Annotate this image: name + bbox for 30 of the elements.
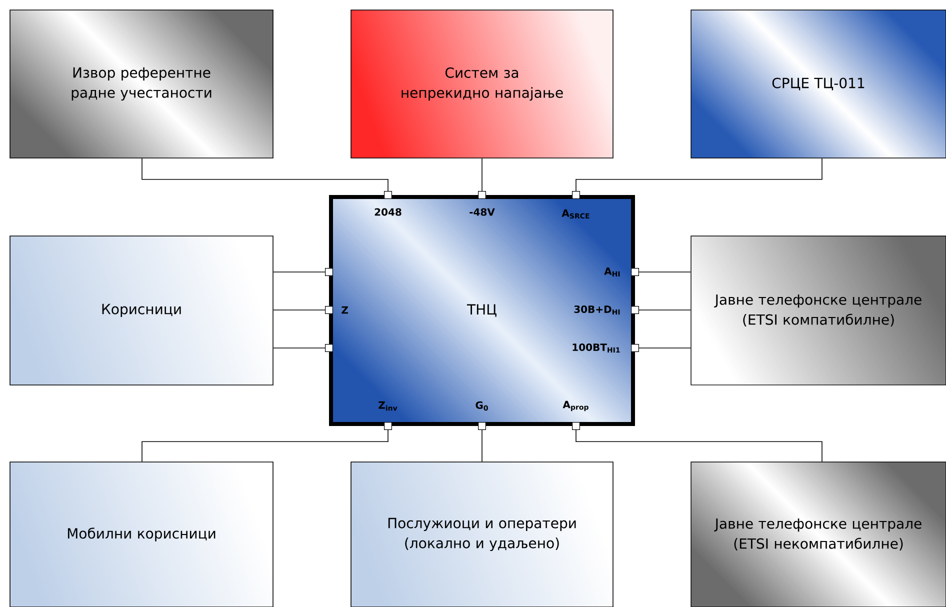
connector-line — [273, 306, 333, 314]
user-box: Мобилни корисници — [10, 462, 274, 607]
port-label: 30B+D$_{HI}$ — [574, 305, 620, 315]
exchange-box: Јавне телефонске централе (ETSI компатибилне) — [690, 236, 946, 386]
connector-line — [631, 268, 691, 276]
port-label: 100BT$_{HI1}$ — [572, 343, 620, 353]
connector-line — [631, 306, 691, 314]
connector-line — [478, 158, 486, 199]
connector-line — [142, 422, 392, 462]
port-label: Z — [342, 306, 348, 314]
connector-line — [273, 268, 333, 276]
port-label: A$_{prop}$ — [562, 400, 588, 412]
port-label: G$_{0}$ — [476, 401, 488, 411]
user-box: Корисници — [10, 236, 274, 386]
port-label: A$_{HI}$ — [604, 268, 620, 276]
connector-line — [572, 422, 822, 462]
port-label: -48V — [470, 208, 495, 216]
port-label: Z$_{inv}$ — [378, 401, 398, 411]
connector-line — [572, 158, 822, 199]
port-label: 2048 — [374, 208, 402, 216]
server-box: Послужиоци и оператери (локално и удаљено) — [350, 462, 614, 607]
power-box: Систем за непрекидно напајање — [350, 10, 614, 158]
center-box: СРЦЕ ТЦ-011 — [690, 10, 946, 158]
exchange-box: Јавне телефонске централе (ETSI некомпатибилне) — [690, 462, 946, 607]
connector-line — [273, 344, 333, 352]
connector-line — [478, 422, 486, 462]
source-box: Извор референтне радне учестаности — [10, 10, 274, 158]
port-label: A$_{SRCE}$ — [562, 209, 590, 219]
connector-line — [142, 158, 392, 199]
connector-line — [631, 344, 691, 352]
